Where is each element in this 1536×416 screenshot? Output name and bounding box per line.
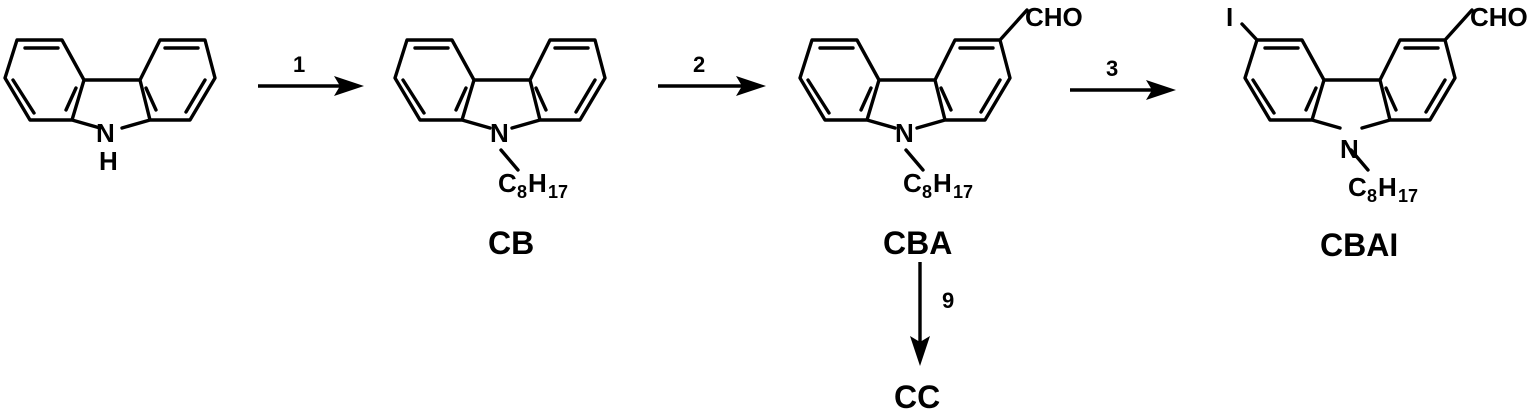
cba-chain-c: C — [903, 168, 922, 198]
cb-double-bonds — [401, 46, 597, 115]
cba-aldehyde: CHO — [1025, 2, 1083, 32]
cbai-chain-c: C — [1348, 172, 1367, 202]
cbai-chain-h: H — [1378, 172, 1397, 202]
cbai-double-bonds — [1251, 46, 1447, 115]
cbai-aldehyde: CHO — [1470, 2, 1528, 32]
cbai-iodo: I — [1226, 2, 1233, 32]
cb-chain-c: C — [498, 168, 517, 198]
cba-chain-h-sub: 17 — [953, 182, 973, 202]
step-1-label: 1 — [293, 52, 305, 77]
molecule-cbai: I CHO N C 8 H 17 CBAI — [1226, 2, 1528, 263]
cbai-n-label: N — [1340, 134, 1359, 164]
arrow-1-head — [334, 76, 364, 96]
cb-name: CB — [488, 225, 534, 261]
step-2-label: 2 — [693, 52, 705, 77]
cba-bonds — [798, 8, 1029, 172]
molecule-carbazole: N H — [3, 38, 217, 176]
molecule-cba: CHO N C 8 H 17 CBA — [798, 2, 1083, 261]
cba-n-label: N — [895, 118, 914, 148]
carbazole-n-label: N — [96, 118, 115, 148]
cba-name: CBA — [883, 225, 952, 261]
cc-name: CC — [894, 379, 940, 415]
cba-double-bonds — [806, 46, 1002, 115]
cbai-name: CBAI — [1320, 227, 1398, 263]
cb-chain-c-sub: 8 — [517, 182, 527, 202]
carbazole-double-bonds — [11, 46, 207, 115]
cba-chain-h: H — [933, 168, 952, 198]
cbai-chain-h-sub: 17 — [1398, 186, 1418, 206]
cba-chain-c-sub: 8 — [922, 182, 932, 202]
step-3-label: 3 — [1106, 56, 1118, 81]
molecule-cb: N C 8 H 17 CB — [393, 38, 607, 261]
step-9-label: 9 — [942, 288, 954, 313]
arrow-step-3: 3 — [1070, 56, 1176, 100]
carbazole-h-label: H — [99, 146, 118, 176]
arrow-9-head — [910, 336, 930, 366]
arrow-3-head — [1146, 80, 1176, 100]
cbai-chain-c-sub: 8 — [1367, 186, 1377, 206]
carbazole-bonds — [3, 38, 217, 130]
arrow-step-1: 1 — [258, 52, 364, 96]
cbai-bonds — [1240, 8, 1474, 172]
cb-chain-h: H — [528, 168, 547, 198]
cb-chain-h-sub: 17 — [548, 182, 568, 202]
arrow-2-head — [736, 76, 766, 96]
cb-bonds — [393, 38, 607, 172]
arrow-step-2: 2 — [658, 52, 766, 96]
cb-n-label: N — [490, 118, 509, 148]
arrow-step-9: 9 — [910, 262, 954, 366]
